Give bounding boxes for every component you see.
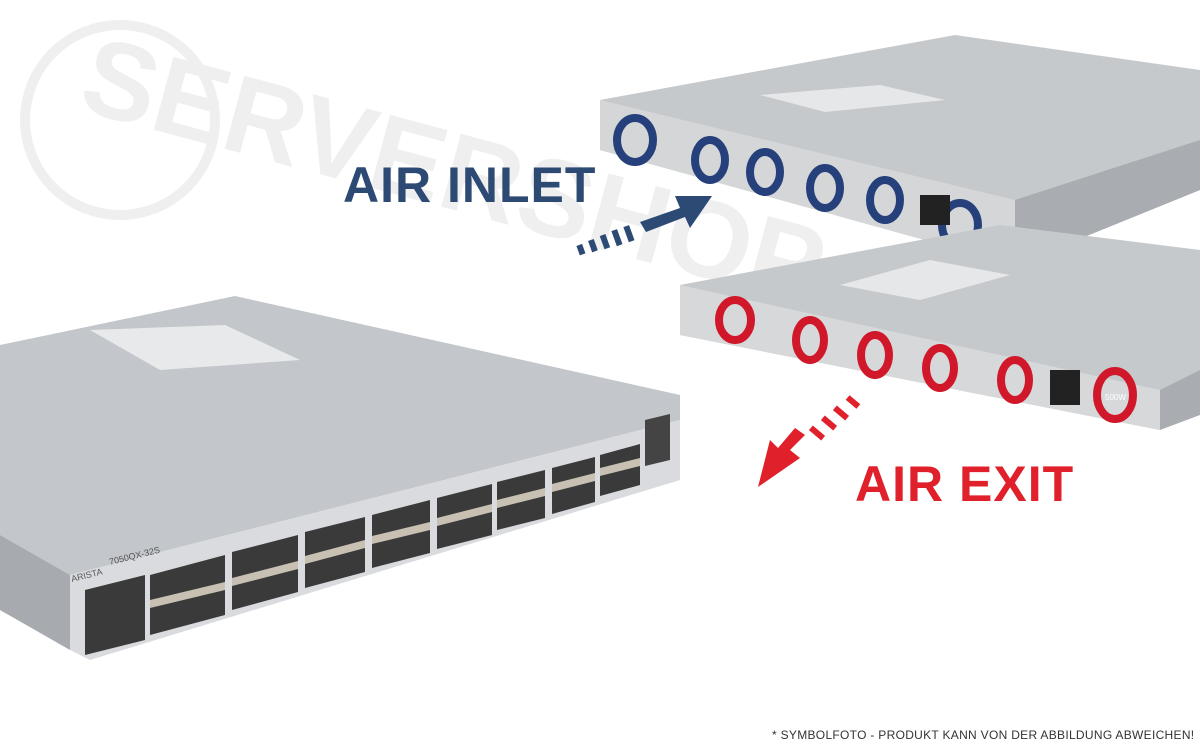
air-inlet-label: AIR INLET — [343, 157, 597, 213]
switch-rear-exit: 500W — [680, 225, 1200, 430]
air-inlet-arrow-icon — [576, 196, 712, 256]
disclaimer-text: * SYMBOLFOTO - PRODUKT KANN VON DER ABBI… — [772, 728, 1195, 742]
air-exit-label: AIR EXIT — [855, 456, 1075, 512]
air-exit-arrow-icon — [758, 395, 861, 487]
switch-front-view: ARISTA 7050QX-32S — [0, 296, 680, 660]
psu-rating-label: 500W — [1105, 393, 1126, 402]
